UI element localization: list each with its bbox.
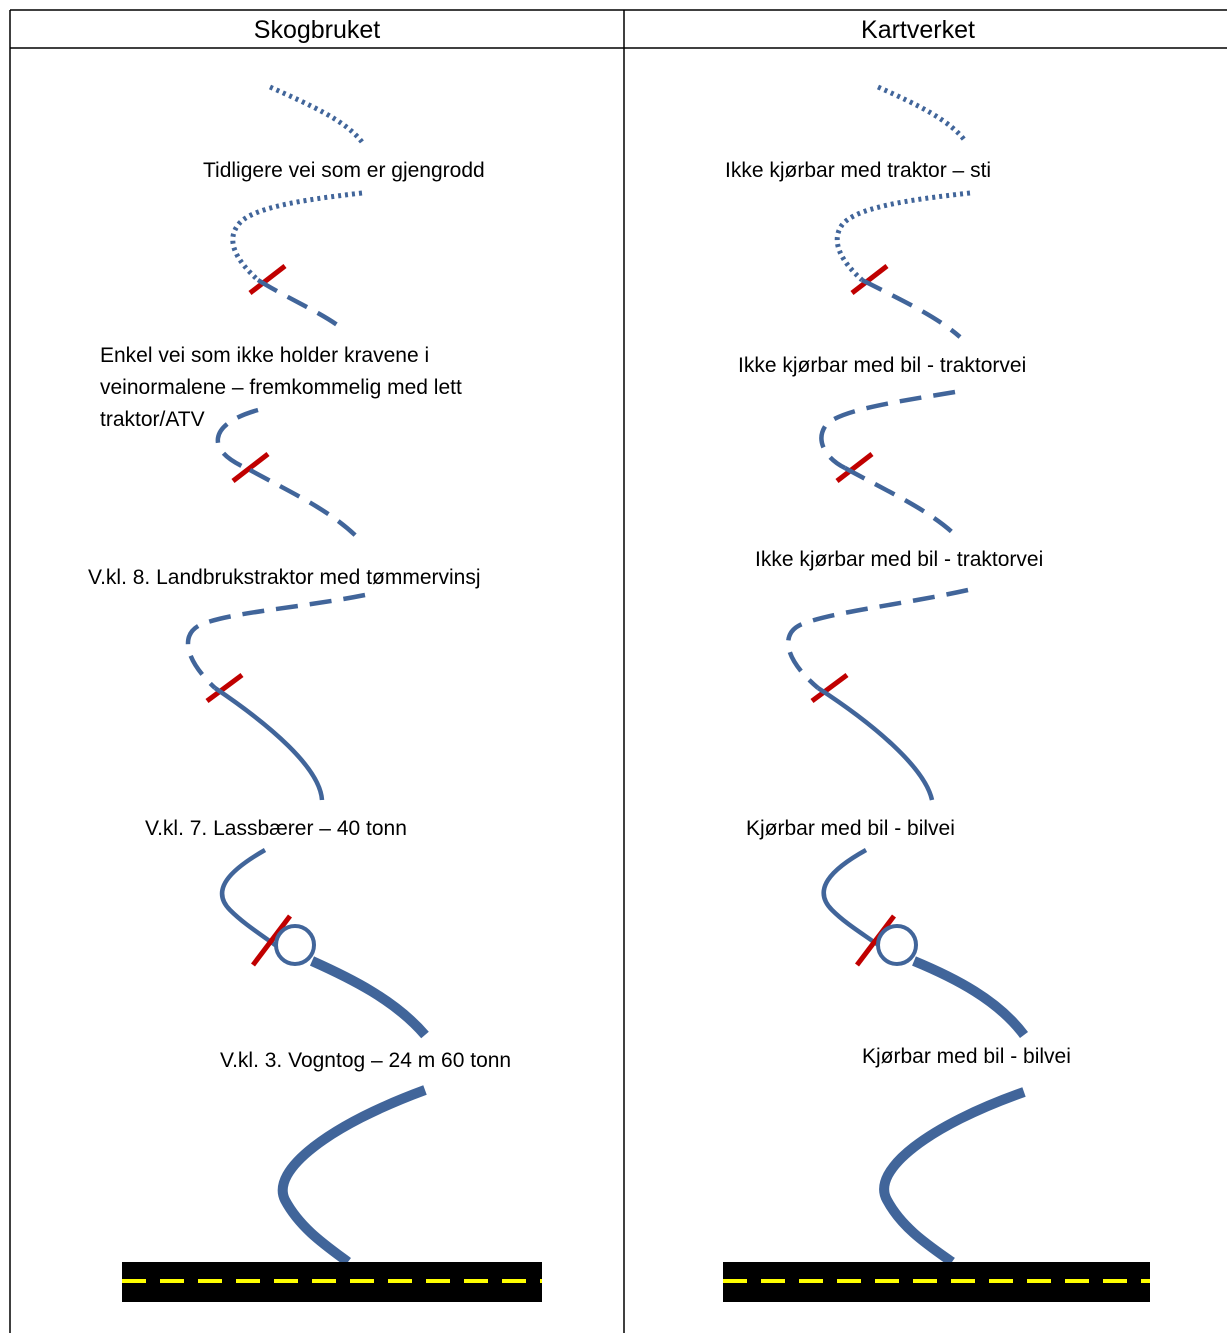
transition-marker: [251, 914, 292, 967]
tractor-road-line: [785, 587, 969, 690]
column-kartverket: Kartverket Ikke kjørbar med traktor – st…: [723, 16, 1150, 1302]
road-drawing: [723, 84, 1150, 1302]
column-header: Kartverket: [861, 16, 975, 44]
transition-marker: [231, 452, 270, 483]
road-class-label: Kjørbar med bil - bilvei: [862, 1045, 1071, 1068]
tractor-road-line: [843, 466, 954, 534]
column-skogbruket: Skogbruket Tidligere vei som er gjengrod…: [88, 16, 542, 1302]
road-class-label: Kjørbar med bil - bilvei: [746, 817, 955, 840]
tractor-road-line: [860, 277, 962, 339]
column-header: Skogbruket: [254, 16, 381, 44]
road-class-label: Tidligere vei som er gjengrodd: [203, 159, 485, 182]
road-class-labels: Tidligere vei som er gjengrodd Enkel vei…: [88, 159, 511, 1072]
transition-marker: [835, 452, 874, 483]
road-class-label: Enkel vei som ikke holder kravene i: [100, 344, 429, 367]
road-class-label: V.kl. 3. Vogntog – 24 m 60 tonn: [220, 1049, 511, 1072]
path-line: [876, 84, 969, 144]
turning-circle: [274, 924, 316, 966]
transition-marker: [248, 264, 287, 295]
car-road-line: [912, 956, 1029, 1039]
road-drawing: [122, 84, 542, 1302]
road-class-label: Ikke kjørbar med bil - traktorvei: [755, 548, 1043, 571]
road-class-label: Ikke kjørbar med traktor – sti: [725, 159, 991, 182]
car-road-line: [816, 686, 935, 801]
road-class-label: V.kl. 7. Lassbærer – 40 tonn: [145, 817, 407, 840]
transition-marker: [855, 914, 896, 967]
simple-road-line: [248, 468, 360, 540]
transition-marker: [810, 672, 849, 704]
class3-road-line: [277, 1085, 427, 1267]
road-class-label: V.kl. 8. Landbrukstraktor med tømmervins…: [88, 566, 481, 589]
tractor-road-line: [819, 389, 956, 471]
road-class-labels: Ikke kjørbar med traktor – sti Ikke kjør…: [725, 159, 1071, 1068]
road-class-label: veinormalene – fremkommelig med lett: [100, 376, 462, 399]
overgrown-road-line: [230, 190, 363, 282]
turning-circle: [876, 924, 918, 966]
car-road-line: [821, 848, 887, 952]
class3-road-line: [309, 956, 429, 1039]
transition-marker: [205, 672, 244, 704]
road-class-label: traktor/ATV: [100, 408, 205, 431]
transition-marker: [850, 264, 889, 295]
table-frame: [9, 9, 1227, 1333]
class8-road-line: [185, 592, 366, 690]
car-road-line: [879, 1087, 1026, 1267]
class7-road-line: [219, 848, 284, 952]
simple-road-line: [215, 407, 259, 473]
class7-road-line: [213, 686, 325, 801]
overgrown-road-line: [268, 84, 364, 144]
simple-road-line: [256, 278, 342, 329]
path-line: [834, 190, 971, 282]
road-class-label: Ikke kjørbar med bil - traktorvei: [738, 354, 1026, 377]
